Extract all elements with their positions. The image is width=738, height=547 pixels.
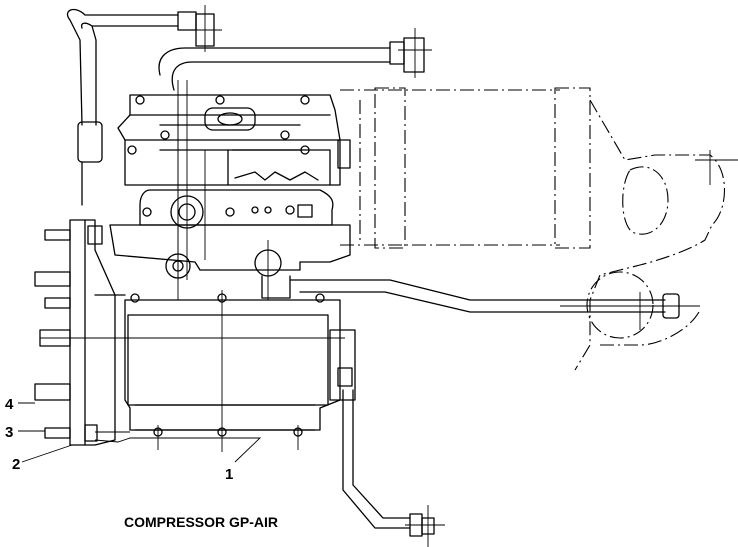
drawing-caption: COMPRESSOR GP-AIR (124, 514, 278, 530)
drive-housing-outline (340, 87, 738, 371)
crankcase (40, 290, 345, 452)
callout-2: 2 (12, 456, 20, 473)
lower-air-pipe (289, 279, 700, 330)
center-lines (177, 100, 269, 300)
callout-4: 4 (5, 396, 14, 413)
callout-3: 3 (5, 424, 13, 441)
governor-pipe (329, 329, 445, 547)
cylinder-head (117, 94, 351, 186)
callout-leaders (18, 402, 262, 463)
upper-air-pipe (66, 5, 222, 126)
second-air-pipe (158, 28, 432, 91)
mounting-flange (34, 219, 130, 446)
pipe-clamp (77, 121, 103, 206)
callout-1: 1 (225, 466, 233, 483)
